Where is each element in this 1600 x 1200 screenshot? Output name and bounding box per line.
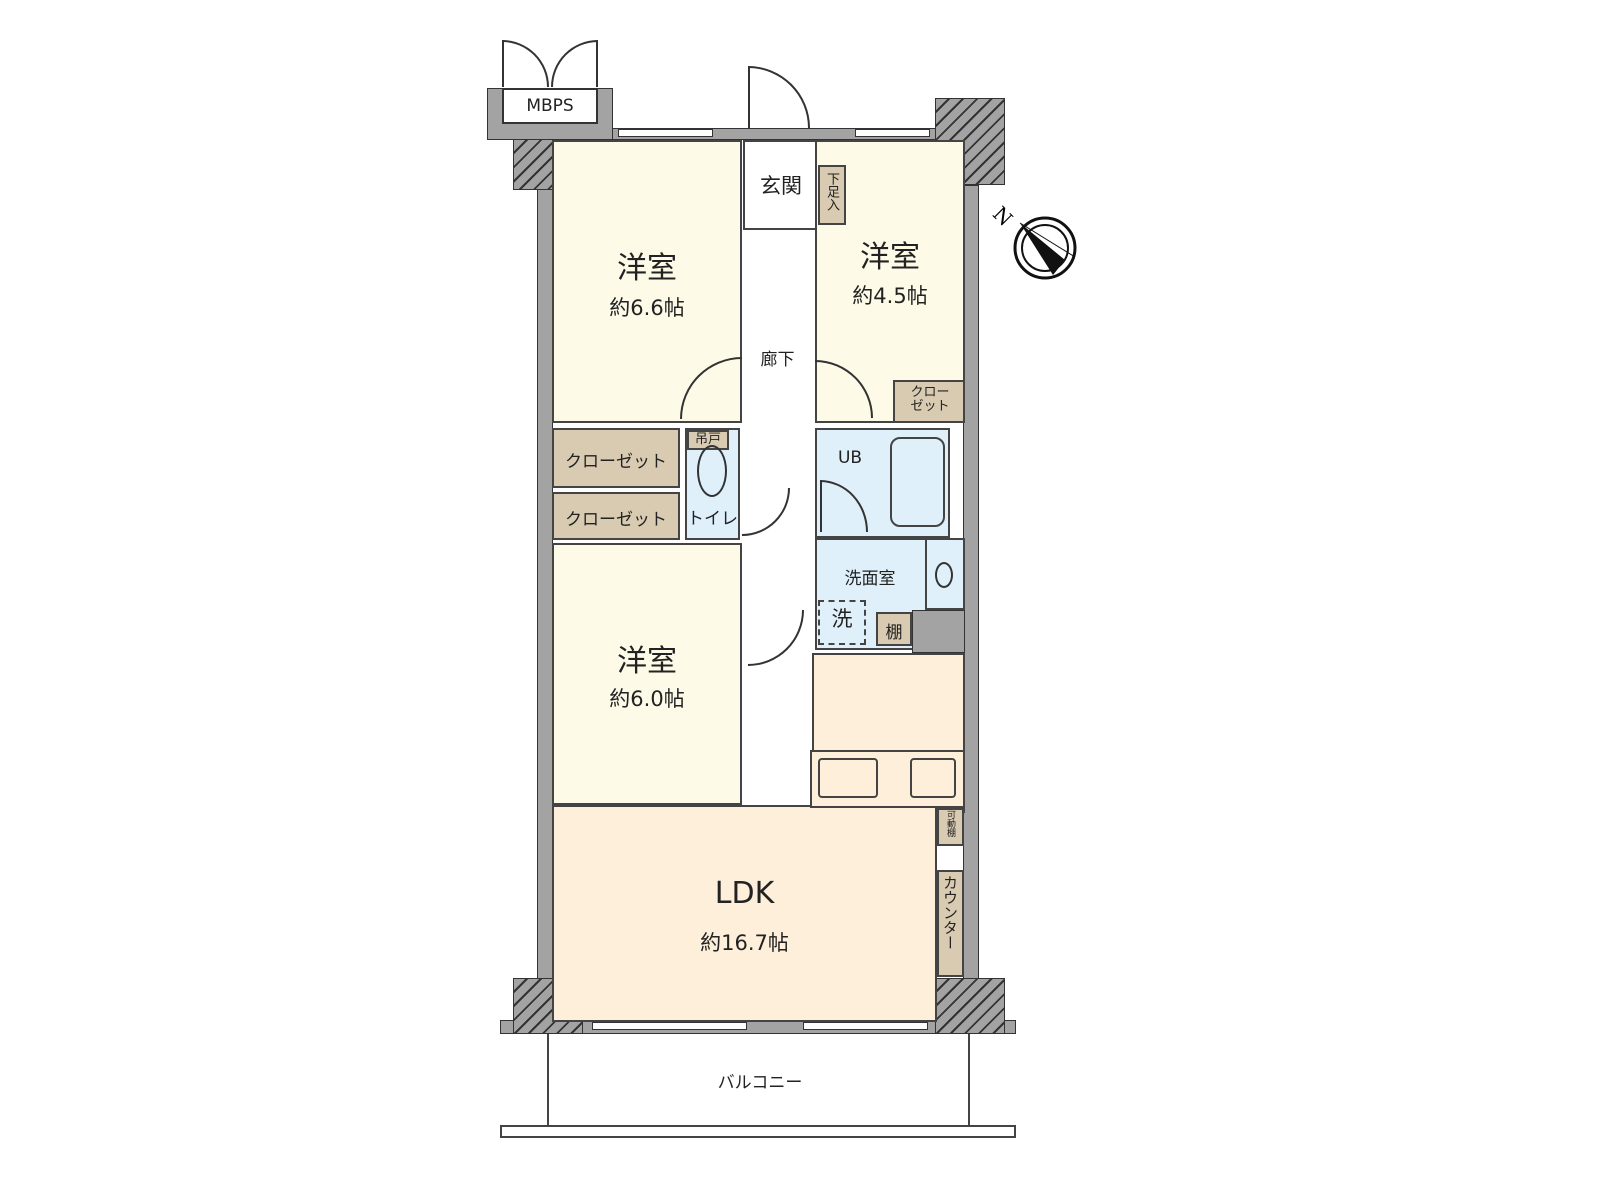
western-room-3 (552, 543, 742, 805)
movable-shelf (937, 808, 964, 846)
ldk-size: 約16.7帖 (700, 931, 789, 955)
kitchen-sink-icon (818, 758, 878, 798)
entrance (743, 140, 817, 230)
toilet-door[interactable] (742, 488, 790, 536)
ldk (552, 805, 937, 1022)
western-room-1-name: 洋室 (617, 251, 677, 286)
sink-basin-icon (935, 562, 953, 588)
shelf-label: 棚 (885, 623, 903, 643)
compass-north-icon: N (988, 202, 1077, 280)
toilet-cabinet-label: 吊戸 (694, 432, 721, 447)
stove-icon (910, 758, 956, 798)
western-room-3-name: 洋室 (617, 644, 677, 679)
balcony-label: バルコニー (717, 1073, 803, 1093)
shelf (876, 612, 912, 646)
closet-1 (552, 428, 680, 488)
wall-left (537, 185, 553, 1025)
movable-shelf-label: 可動棚 (945, 810, 955, 837)
bathroom-label: UB (837, 448, 863, 468)
toilet-label: トイレ (687, 509, 738, 529)
mbps (502, 88, 598, 124)
closet-2-label: クローゼット (565, 510, 667, 530)
balcony (547, 1032, 970, 1125)
western-room-3-door[interactable] (748, 610, 804, 666)
column-bottom-right (935, 978, 1005, 1034)
shoe-storage (818, 165, 846, 225)
window-room-1[interactable] (618, 129, 713, 137)
mbps-label: MBPS (526, 96, 574, 116)
ldk-name: LDK (714, 876, 775, 911)
western-room-1-size: 約6.6帖 (609, 296, 685, 320)
washroom-label: 洗面室 (844, 569, 896, 589)
window-ldk-2[interactable] (803, 1022, 928, 1030)
toilet-bowl-icon (697, 445, 727, 497)
window-ldk-1[interactable] (592, 1022, 747, 1030)
wall-right (963, 185, 979, 1025)
shoe-storage-label: 下足入 (824, 172, 839, 211)
compass-label: N (988, 202, 1017, 231)
entrance-door[interactable] (748, 66, 810, 128)
western-room-3-size: 約6.0帖 (609, 687, 685, 711)
western-room-2-name: 洋室 (860, 240, 920, 275)
sink-icon (925, 538, 965, 610)
washer-space (818, 600, 866, 645)
closet-small (893, 380, 965, 423)
pipe-space (912, 610, 965, 653)
western-room-2-size: 約4.5帖 (852, 284, 928, 308)
mbps-door-right[interactable] (551, 40, 598, 87)
washer-label: 洗 (831, 607, 853, 631)
hallway-label: 廊下 (760, 350, 795, 370)
entrance-label: 玄関 (760, 174, 802, 198)
balcony-rail (500, 1125, 1016, 1138)
counter-label: カウンター (941, 875, 959, 950)
counter (937, 870, 964, 977)
closet-2 (552, 492, 680, 540)
bathtub-icon (890, 437, 945, 527)
closet-1-label: クローゼット (565, 452, 667, 472)
window-room-2[interactable] (855, 129, 930, 137)
closet-small-label: クローゼット (910, 385, 950, 414)
mbps-door-left[interactable] (502, 40, 549, 87)
